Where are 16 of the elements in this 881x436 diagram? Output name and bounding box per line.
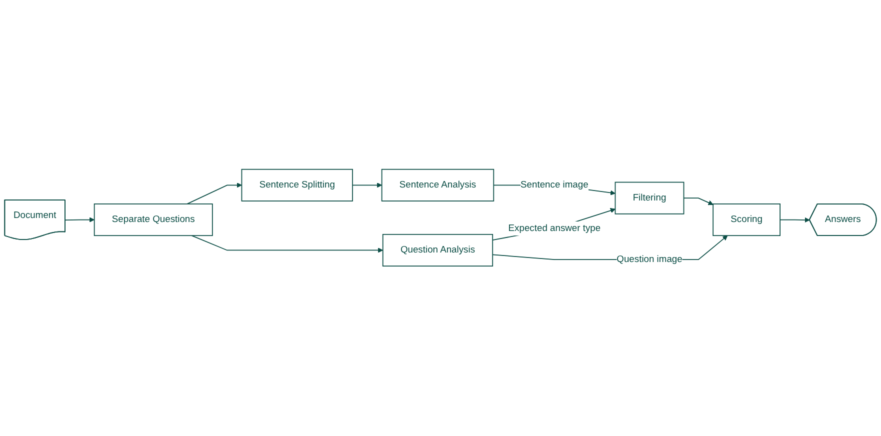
arrow (352, 182, 382, 188)
node-box: Filtering (614, 182, 684, 214)
edge-label: Expected answer type (508, 223, 601, 234)
arrow (492, 208, 616, 240)
node-box: Sentence Analysis (381, 168, 494, 202)
node-box: Separate Questions (94, 204, 213, 236)
edge-label: Sentence image (520, 180, 588, 190)
edge-label: Question image (616, 254, 682, 264)
node-box: Scoring (712, 204, 780, 236)
arrow (683, 198, 714, 206)
arrow (780, 217, 810, 223)
arrow (191, 235, 384, 253)
arrow (186, 182, 242, 204)
arrow (64, 217, 95, 222)
node-box: Sentence Splitting (241, 168, 353, 202)
node-box: Question Analysis (382, 234, 494, 266)
